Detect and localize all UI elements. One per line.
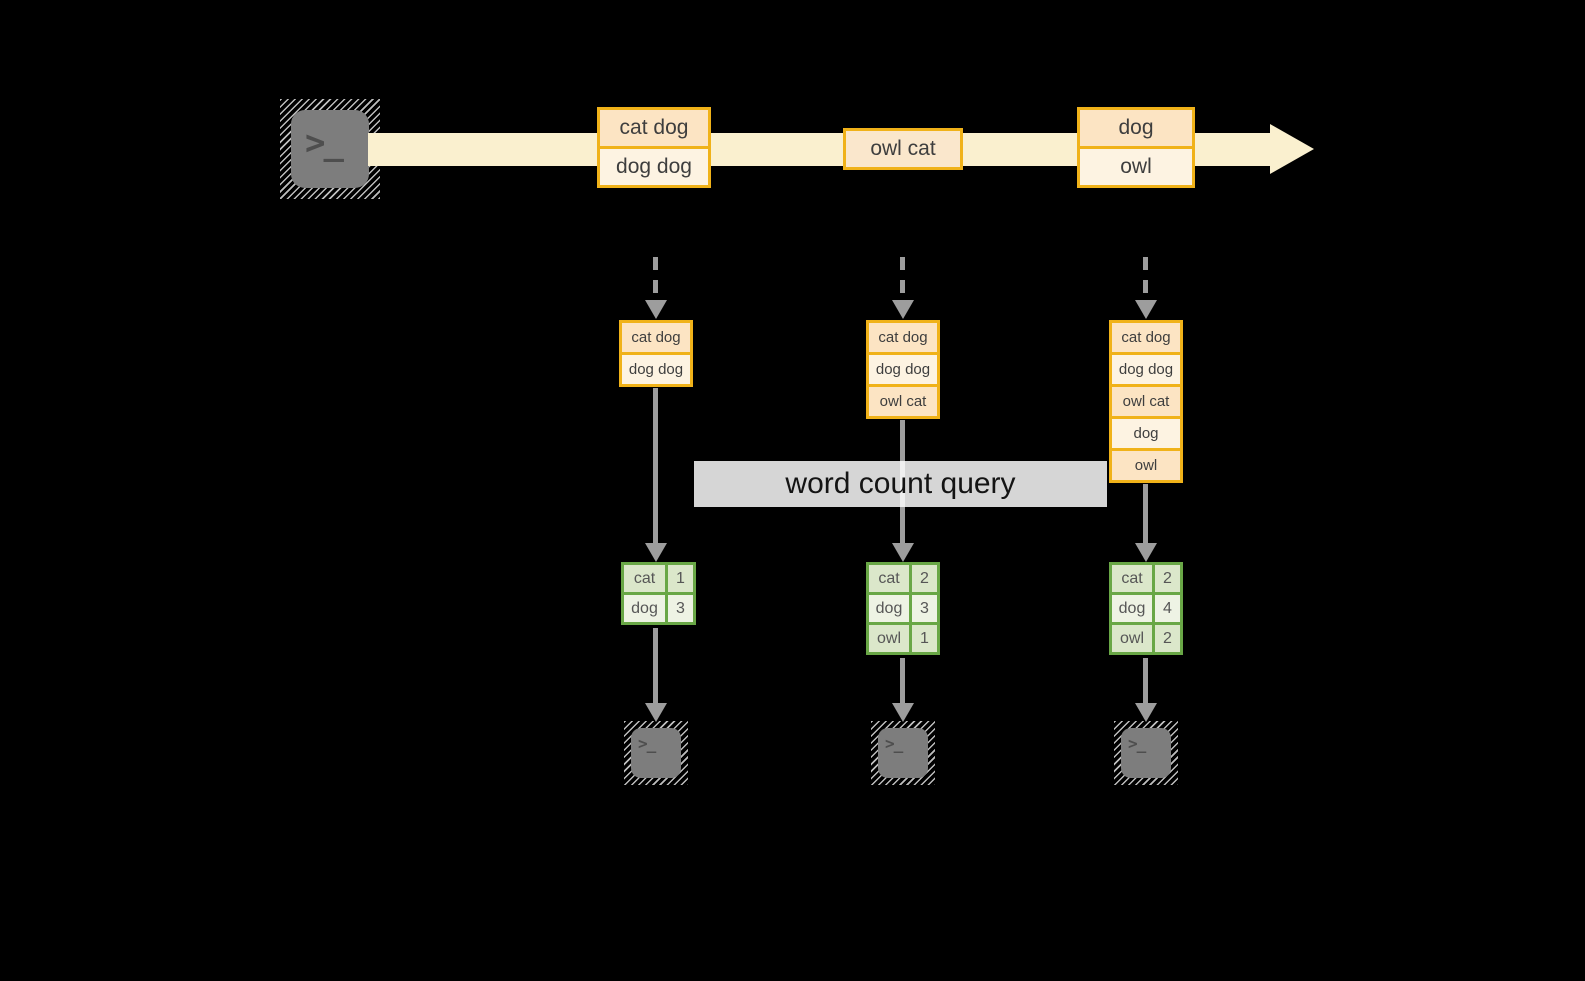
word-cell: cat	[624, 565, 665, 592]
connector	[653, 388, 658, 545]
count-cell: 3	[668, 595, 693, 622]
record: cat dog	[1112, 323, 1180, 352]
terminal-prompt-icon: >_	[305, 123, 344, 163]
connector	[900, 658, 905, 703]
word-count-table: cat 2 dog 4 owl 2	[1109, 562, 1183, 655]
table-row: owl 2	[1112, 625, 1180, 652]
word-cell: owl	[1112, 625, 1152, 652]
word-cell: dog	[624, 595, 665, 622]
arrowhead-icon	[1135, 300, 1157, 319]
word-cell: dog	[1112, 595, 1152, 622]
dashed-connector	[1143, 257, 1148, 301]
count-cell: 4	[1155, 595, 1180, 622]
word-count-table: cat 2 dog 3 owl 1	[866, 562, 940, 655]
arrowhead-icon	[892, 543, 914, 562]
count-cell: 2	[1155, 625, 1180, 652]
arrowhead-icon	[1135, 703, 1157, 722]
arrowhead-icon	[645, 300, 667, 319]
sink-terminal-icon: >_	[1114, 721, 1178, 785]
record: dog dog	[869, 355, 937, 384]
connector	[1143, 484, 1148, 545]
buffered-records-stack: cat dog dog dog owl cat dog owl	[1109, 320, 1183, 483]
message-line: dog dog	[600, 149, 708, 185]
record: owl cat	[869, 387, 937, 416]
stream-arrowhead-icon	[1270, 124, 1314, 174]
stream-message: owl cat	[843, 128, 963, 170]
arrowhead-icon	[645, 703, 667, 722]
count-cell: 2	[1155, 565, 1180, 592]
terminal-prompt-icon: >_	[1128, 734, 1146, 753]
buffered-records-stack: cat dog dog dog	[619, 320, 693, 387]
table-row: dog 3	[624, 595, 693, 622]
terminal-prompt-icon: >_	[885, 734, 903, 753]
connector	[1143, 658, 1148, 703]
message-line: cat dog	[600, 110, 708, 146]
word-count-table: cat 1 dog 3	[621, 562, 696, 625]
terminal-body: >_	[878, 728, 928, 778]
record: dog dog	[1112, 355, 1180, 384]
arrowhead-icon	[1135, 543, 1157, 562]
record: dog dog	[622, 355, 690, 384]
terminal-prompt-icon: >_	[638, 734, 656, 753]
message-line: dog	[1080, 110, 1192, 146]
table-row: dog 4	[1112, 595, 1180, 622]
word-cell: cat	[1112, 565, 1152, 592]
word-cell: dog	[869, 595, 909, 622]
table-row: dog 3	[869, 595, 937, 622]
arrowhead-icon	[892, 300, 914, 319]
terminal-body: >_	[1121, 728, 1171, 778]
record: cat dog	[869, 323, 937, 352]
table-row: cat 1	[624, 565, 693, 592]
arrowhead-icon	[892, 703, 914, 722]
count-cell: 3	[912, 595, 937, 622]
sink-terminal-icon: >_	[871, 721, 935, 785]
stream-message: cat dog dog dog	[597, 107, 711, 188]
terminal-body: >_	[631, 728, 681, 778]
sink-terminal-icon: >_	[624, 721, 688, 785]
table-row: owl 1	[869, 625, 937, 652]
stream-message: dog owl	[1077, 107, 1195, 188]
count-cell: 2	[912, 565, 937, 592]
record: cat dog	[622, 323, 690, 352]
table-row: cat 2	[1112, 565, 1180, 592]
query-label: word count query	[694, 461, 1107, 507]
count-cell: 1	[668, 565, 693, 592]
buffered-records-stack: cat dog dog dog owl cat	[866, 320, 940, 419]
word-cell: cat	[869, 565, 909, 592]
table-row: cat 2	[869, 565, 937, 592]
arrowhead-icon	[645, 543, 667, 562]
record: owl	[1112, 451, 1180, 480]
message-line: owl	[1080, 149, 1192, 185]
source-terminal-icon: >_	[280, 99, 380, 199]
message-line: owl cat	[846, 131, 960, 167]
dashed-connector	[653, 257, 658, 301]
word-cell: owl	[869, 625, 909, 652]
record: owl cat	[1112, 387, 1180, 416]
terminal-body: >_	[291, 110, 369, 188]
dashed-connector	[900, 257, 905, 301]
connector	[653, 628, 658, 703]
count-cell: 1	[912, 625, 937, 652]
record: dog	[1112, 419, 1180, 448]
